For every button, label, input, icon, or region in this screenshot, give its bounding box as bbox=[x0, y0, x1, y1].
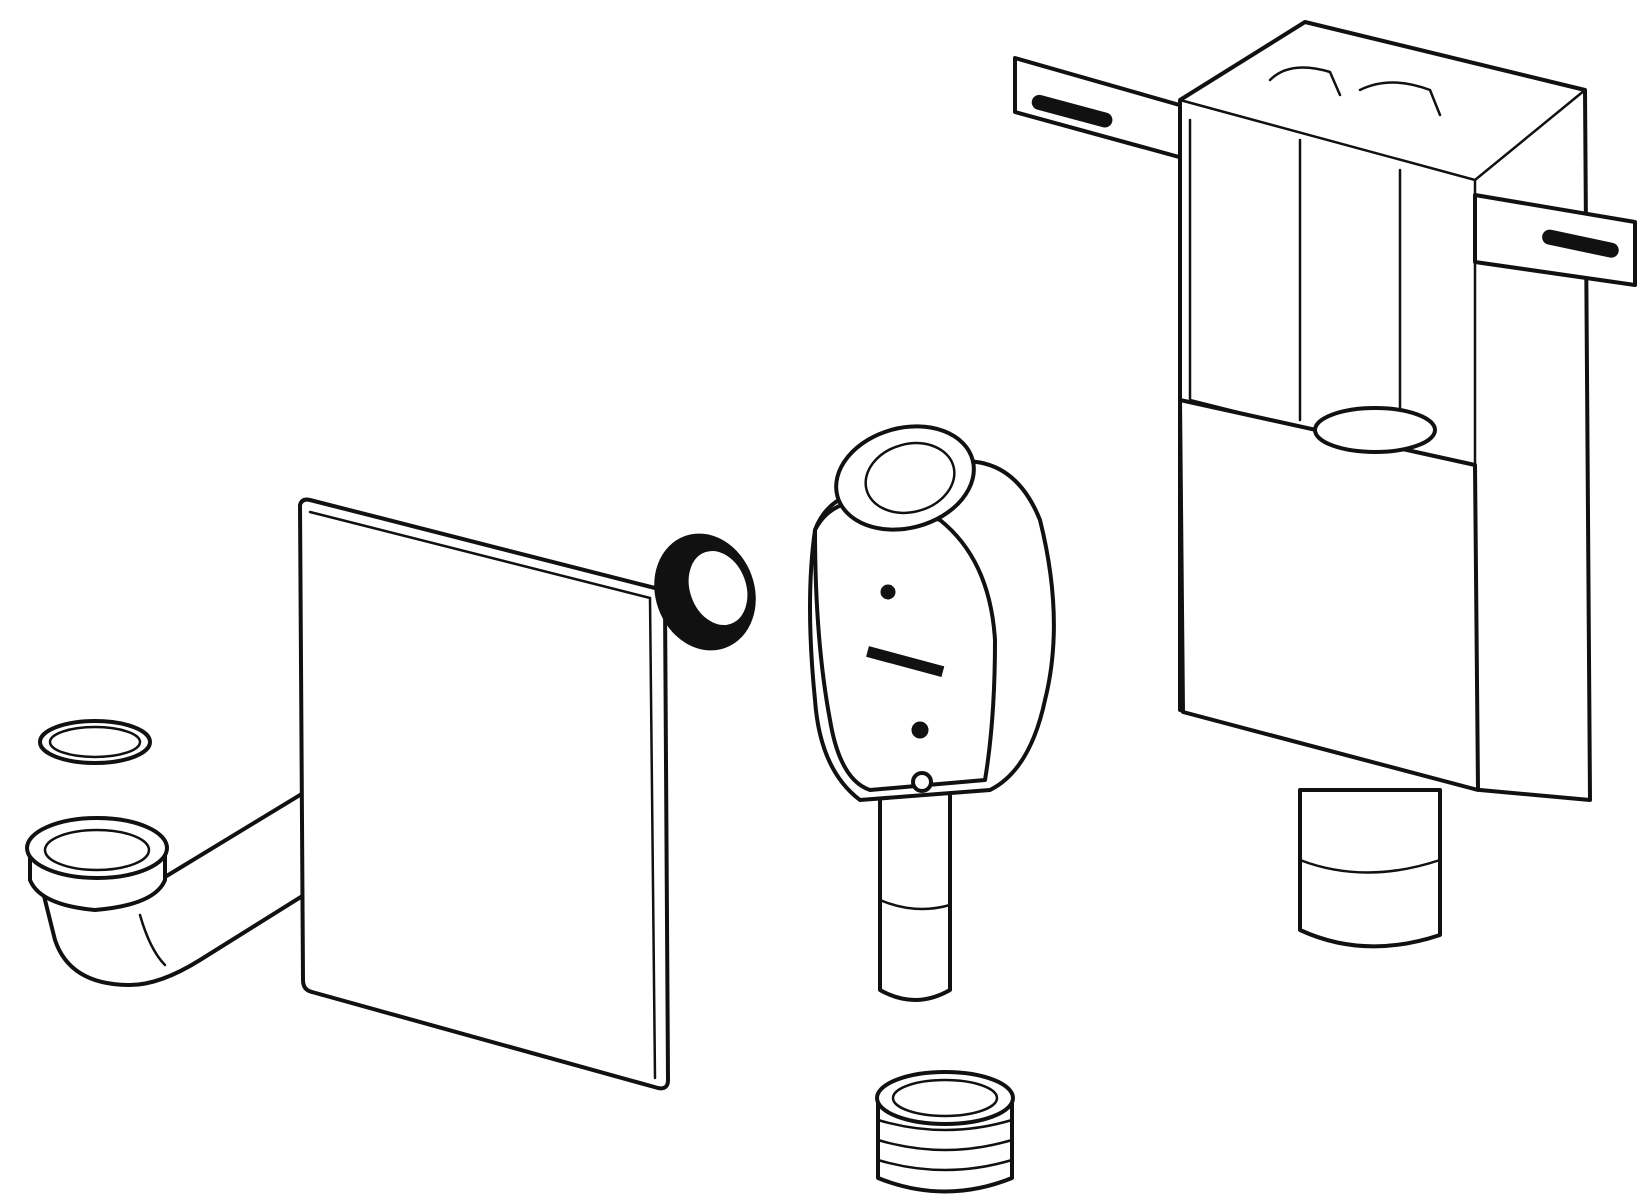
siphon-body bbox=[808, 424, 1056, 1002]
threaded-adapter bbox=[875, 1070, 1015, 1194]
installation-box bbox=[1013, 20, 1637, 949]
sealing-ring bbox=[654, 533, 756, 651]
cover-plate bbox=[298, 497, 670, 1091]
o-ring bbox=[38, 719, 152, 765]
